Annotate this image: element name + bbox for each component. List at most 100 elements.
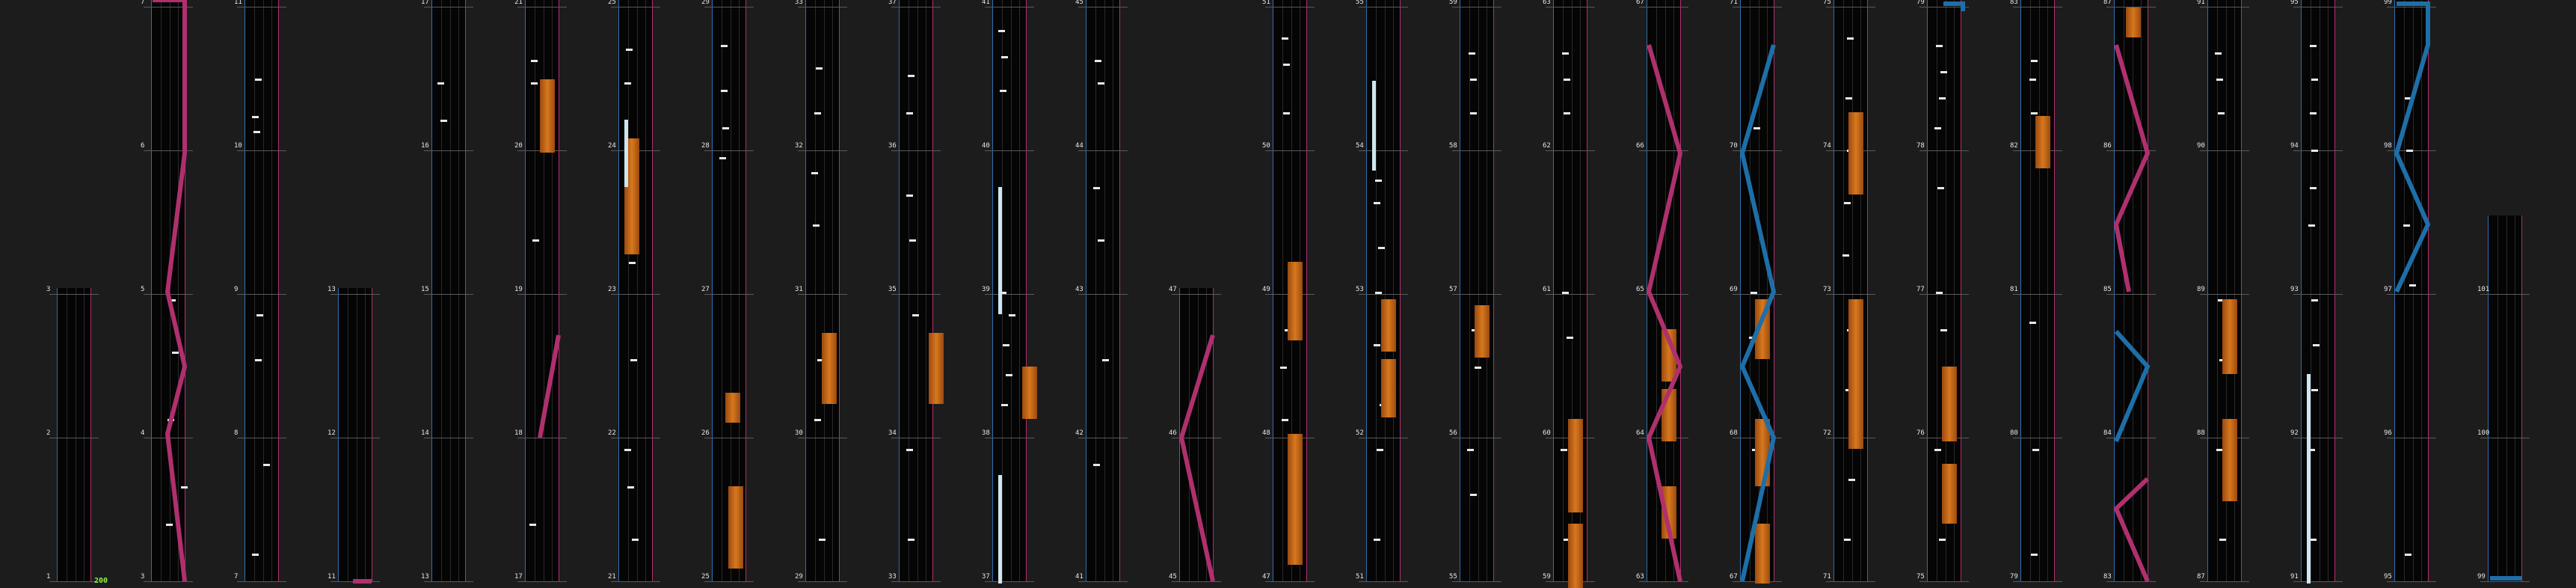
measure-line (2293, 581, 2343, 582)
measure-line (891, 150, 941, 151)
lane-divider (450, 0, 451, 581)
tap-note (181, 486, 188, 489)
lane-column (57, 288, 91, 581)
tap-note (531, 60, 538, 62)
lane-divider (1469, 0, 1470, 581)
tap-note (2310, 45, 2317, 47)
measure-number: 11 (234, 0, 242, 6)
tap-note (630, 359, 637, 361)
tap-note (2405, 97, 2411, 99)
measure-line (1359, 150, 1408, 151)
tap-note (1469, 52, 1475, 55)
long-note (998, 187, 1002, 314)
measure-line (237, 150, 286, 151)
measure-number: 76 (1916, 429, 1925, 437)
lane-divider (1665, 0, 1666, 581)
tap-note (1562, 52, 1569, 55)
measure-number: 20 (514, 142, 523, 150)
lane-column (1833, 0, 1868, 581)
lane-divider (552, 0, 553, 581)
tap-note (1940, 329, 1947, 331)
measure-number: 7 (234, 573, 239, 581)
measure-number: 47 (1262, 573, 1270, 581)
measure-number: 91 (2290, 573, 2299, 581)
measure-line (1919, 581, 1969, 582)
measure-number: 15 (421, 286, 429, 293)
tap-note (1098, 82, 1104, 85)
tap-note (624, 449, 631, 451)
hold-note (1568, 419, 1583, 512)
measure-number: 39 (982, 286, 990, 293)
tap-note (255, 79, 262, 81)
lane-divider (2226, 0, 2227, 581)
tap-note (2308, 224, 2315, 227)
measure-number: 59 (1543, 573, 1551, 581)
slide-path (2394, 1, 2431, 293)
measure-line (1639, 150, 1688, 151)
measure-number: 38 (982, 429, 990, 437)
tap-note (2405, 554, 2411, 556)
hold-note (1662, 329, 1676, 382)
tap-note (1847, 37, 1854, 40)
tap-note (906, 112, 913, 114)
hold-note (540, 79, 555, 153)
measure-line (144, 581, 193, 582)
measure-number: 67 (1636, 0, 1644, 6)
tap-note (1375, 180, 1382, 182)
tap-note (2311, 79, 2318, 81)
measure-number: 49 (1262, 286, 1270, 293)
measure-line (424, 150, 473, 151)
measure-number: 33 (888, 573, 897, 581)
measure-line (1826, 581, 1875, 582)
slide-path (153, 0, 188, 582)
measure-line (2200, 294, 2249, 295)
measure-number: 17 (514, 573, 523, 581)
tap-note (2310, 539, 2317, 541)
lane-column (2020, 0, 2055, 581)
measure-number: 32 (795, 142, 803, 150)
measure-number: 62 (1543, 142, 1551, 150)
measure-number: 46 (1169, 429, 1177, 437)
tap-note (813, 224, 820, 227)
lane-divider (1095, 0, 1096, 581)
measure-line (1078, 150, 1128, 151)
measure-line (517, 294, 567, 295)
tap-note (2031, 112, 2038, 114)
lane-divider (1852, 0, 1853, 581)
measure-line (2013, 294, 2062, 295)
measure-number: 63 (1543, 0, 1551, 6)
tap-note (1283, 64, 1290, 66)
measure-line (237, 294, 286, 295)
measure-number: 88 (2197, 429, 2205, 437)
measure-number: 7 (141, 0, 145, 6)
lane-divider (739, 0, 740, 581)
tap-note (263, 464, 270, 466)
measure-number: 53 (1356, 286, 1364, 293)
measure-number: 10 (234, 142, 242, 150)
measure-line (1078, 581, 1128, 582)
hold-note (2126, 7, 2141, 37)
measure-number: 61 (1543, 286, 1551, 293)
lane-column (1179, 288, 1214, 581)
measure-number: 55 (1356, 0, 1364, 6)
measure-line (2106, 294, 2156, 295)
measure-line (704, 150, 754, 151)
measure-number: 80 (2010, 429, 2018, 437)
measure-line (1733, 150, 1782, 151)
measure-line (1733, 294, 1782, 295)
measure-line (985, 294, 1034, 295)
measure-line (2387, 581, 2436, 582)
measure-number: 96 (2384, 429, 2392, 437)
tap-note (256, 314, 263, 316)
hold-note (2222, 299, 2237, 374)
lane-divider (2497, 215, 2498, 581)
lane-divider (1376, 0, 1377, 581)
measure-number: 101 (2477, 286, 2490, 293)
slide-path (2113, 477, 2150, 583)
hold-note (2035, 116, 2050, 168)
measure-number: 21 (608, 573, 616, 581)
tap-note (1940, 71, 1947, 73)
tap-note (166, 524, 173, 526)
tap-note (721, 45, 728, 47)
tap-note (1374, 202, 1380, 204)
